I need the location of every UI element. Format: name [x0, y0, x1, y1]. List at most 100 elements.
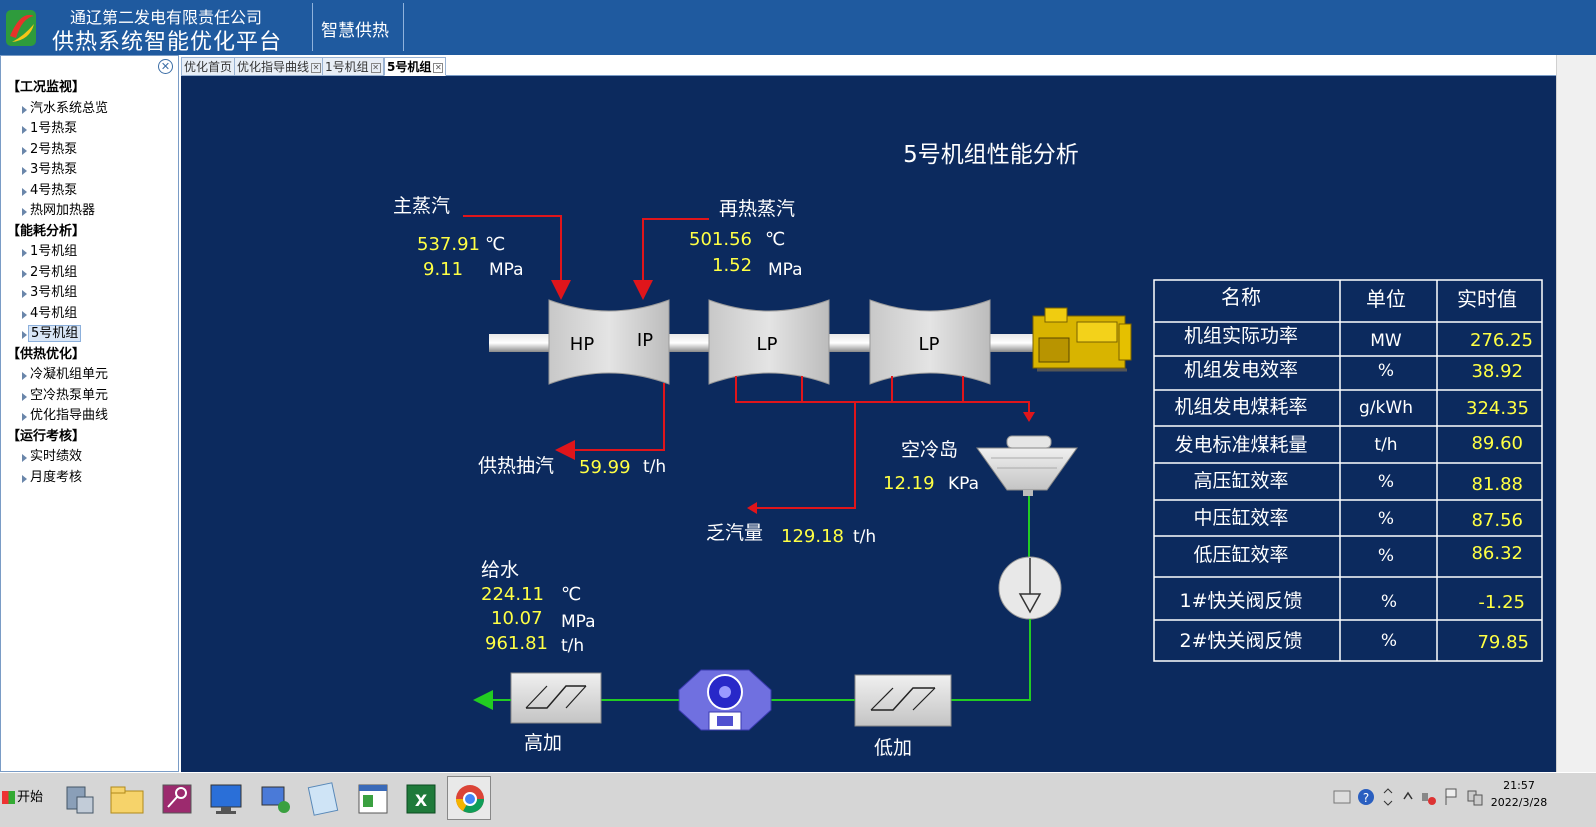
- sidebar-item-unit-1[interactable]: 1号机组: [7, 242, 178, 263]
- main-steam-temp-unit: ℃: [485, 234, 505, 255]
- lp-exhaust-lines: [735, 376, 1030, 509]
- help-icon[interactable]: ?: [1358, 789, 1374, 805]
- table-row: 低压缸效率 % 86.32: [1193, 543, 1523, 566]
- exhaust-steam-value: 129.18: [781, 526, 844, 547]
- process-diagram: 5号机组性能分析 HP IP LP LP 主蒸汽 537.91: [393, 142, 1543, 759]
- server-manager-icon[interactable]: [56, 776, 100, 820]
- tab-label: 优化首页: [184, 60, 233, 74]
- expand-tray-icon[interactable]: [1403, 791, 1413, 800]
- right-scroll-area[interactable]: [1556, 55, 1596, 772]
- row-unit: %: [1381, 631, 1397, 651]
- reheat-steam-temp: 501.56: [689, 229, 752, 250]
- tab-optimization-curve[interactable]: 优化指导曲线✕: [234, 57, 325, 76]
- heating-extraction-line: [555, 383, 665, 460]
- sidebar-item-unit-2[interactable]: 2号机组: [7, 263, 178, 284]
- start-label: 开始: [17, 790, 44, 805]
- feedwater-press-unit: MPa: [561, 612, 596, 632]
- feedwater-temp-unit: ℃: [561, 584, 581, 605]
- sidebar-close-icon[interactable]: ✕: [158, 59, 173, 74]
- reheat-steam-line: [633, 218, 709, 300]
- tray-arrow-icon[interactable]: [1383, 788, 1393, 806]
- file-explorer-icon[interactable]: [104, 776, 148, 820]
- tab-home[interactable]: 优化首页: [181, 57, 236, 76]
- sidebar-item-monthly-assessment[interactable]: 月度考核: [7, 468, 178, 489]
- close-icon[interactable]: ✕: [311, 62, 322, 73]
- sidebar: ✕ 【工况监视】 汽水系统总览 1号热泵 2号热泵 3号热泵 4号热泵 热网加热…: [0, 55, 179, 772]
- air-cooling-value: 12.19: [883, 473, 935, 494]
- lp-heater-label: 低加: [874, 737, 912, 759]
- air-cooling-island-icon[interactable]: [976, 435, 1078, 496]
- hp-heater-icon[interactable]: [510, 672, 602, 724]
- sidebar-group-monitor[interactable]: 【工况监视】: [7, 80, 86, 95]
- window-app-icon[interactable]: [350, 776, 394, 820]
- sidebar-item-heat-pump-3[interactable]: 3号热泵: [7, 160, 178, 181]
- sidebar-item-condensing-unit[interactable]: 冷凝机组单元: [7, 365, 178, 386]
- row-unit: %: [1378, 509, 1394, 529]
- nav-tab-smart-heating[interactable]: 智慧供热: [321, 21, 389, 41]
- sidebar-group-heating-opt[interactable]: 【供热优化】: [7, 346, 86, 362]
- hp-ip-turbine[interactable]: HP IP: [548, 299, 670, 385]
- start-button[interactable]: 开始: [2, 785, 46, 811]
- tab-label: 1号机组: [325, 60, 369, 74]
- system-clock[interactable]: 21:57 2022/3/28: [1484, 777, 1554, 811]
- table-row: 中压缸效率 % 87.56: [1193, 507, 1523, 531]
- sidebar-group-energy[interactable]: 【能耗分析】: [7, 223, 86, 239]
- sidebar-item-heat-pump-1[interactable]: 1号热泵: [7, 119, 178, 140]
- close-icon[interactable]: ✕: [433, 62, 444, 73]
- sidebar-item-unit-3[interactable]: 3号机组: [7, 283, 178, 304]
- close-icon[interactable]: ✕: [370, 62, 381, 73]
- app-header: 通辽第二发电有限责任公司 供热系统智能优化平台 智慧供热: [0, 0, 1596, 55]
- excel-icon[interactable]: X: [398, 776, 442, 820]
- condensate-pump-icon[interactable]: [998, 556, 1062, 620]
- generator-icon[interactable]: [1032, 307, 1132, 372]
- sidebar-item-heat-network-heater[interactable]: 热网加热器: [7, 201, 178, 222]
- network-icon[interactable]: [253, 776, 297, 820]
- table-header-value: 实时值: [1457, 287, 1517, 311]
- main-steam-temp: 537.91: [417, 234, 480, 255]
- notepad-icon[interactable]: [300, 776, 344, 820]
- exhaust-steam-unit: t/h: [853, 527, 876, 547]
- key-tool-icon[interactable]: [154, 776, 198, 820]
- hp-heater-label: 高加: [524, 732, 562, 754]
- company-logo: [6, 10, 36, 46]
- sidebar-header: ✕: [1, 56, 178, 78]
- sidebar-item-heat-pump-2[interactable]: 2号热泵: [7, 140, 178, 161]
- volume-muted-icon[interactable]: [1422, 793, 1436, 805]
- sidebar-item-air-cooled-heat-pump[interactable]: 空冷热泵单元: [7, 386, 178, 407]
- sidebar-item-unit-5[interactable]: 5号机组: [7, 324, 178, 345]
- lp-heater-icon[interactable]: [854, 674, 952, 727]
- tab-unit-1[interactable]: 1号机组✕: [322, 57, 384, 76]
- tab-unit-5[interactable]: 5号机组✕: [384, 57, 447, 76]
- row-unit: %: [1378, 361, 1394, 381]
- network-status-icon[interactable]: [1467, 790, 1483, 806]
- main-steam-press-unit: MPa: [489, 260, 524, 280]
- row-unit: g/kWh: [1359, 398, 1413, 418]
- sidebar-item-realtime-performance[interactable]: 实时绩效: [7, 447, 178, 468]
- row-name: 中压缸效率: [1193, 507, 1288, 529]
- row-unit: %: [1378, 546, 1394, 566]
- lp-turbine-2[interactable]: LP: [869, 299, 991, 385]
- sidebar-item-label: 2号机组: [30, 264, 78, 280]
- sidebar-item-label: 优化指导曲线: [30, 408, 109, 423]
- feed-water-pump-icon[interactable]: [678, 669, 772, 731]
- lp-turbine-1[interactable]: LP: [708, 299, 830, 385]
- sidebar-item-water-steam-overview[interactable]: 汽水系统总览: [7, 99, 178, 120]
- sidebar-item-heat-pump-4[interactable]: 4号热泵: [7, 181, 178, 202]
- svg-text:X: X: [415, 791, 428, 810]
- table-row: 2#快关阀反馈 % 79.85: [1179, 630, 1529, 653]
- sidebar-item-label: 实时绩效: [30, 449, 83, 464]
- feedwater-press: 10.07: [491, 608, 543, 629]
- sidebar-item-optimization-curve[interactable]: 优化指导曲线: [7, 406, 178, 427]
- sidebar-item-label: 1号热泵: [30, 121, 78, 136]
- row-value: 86.32: [1471, 543, 1523, 564]
- row-name: 机组实际功率: [1184, 325, 1298, 347]
- row-value: 89.60: [1471, 433, 1523, 454]
- platform-title: 供热系统智能优化平台: [52, 30, 283, 55]
- sidebar-group-assessment[interactable]: 【运行考核】: [7, 428, 86, 444]
- keyboard-icon[interactable]: [1333, 790, 1351, 804]
- chrome-icon[interactable]: [447, 776, 491, 820]
- table-row: 高压缸效率 % 81.88: [1193, 470, 1523, 495]
- sidebar-item-unit-4[interactable]: 4号机组: [7, 304, 178, 325]
- computer-icon[interactable]: [203, 776, 247, 820]
- flag-icon[interactable]: [1445, 788, 1457, 805]
